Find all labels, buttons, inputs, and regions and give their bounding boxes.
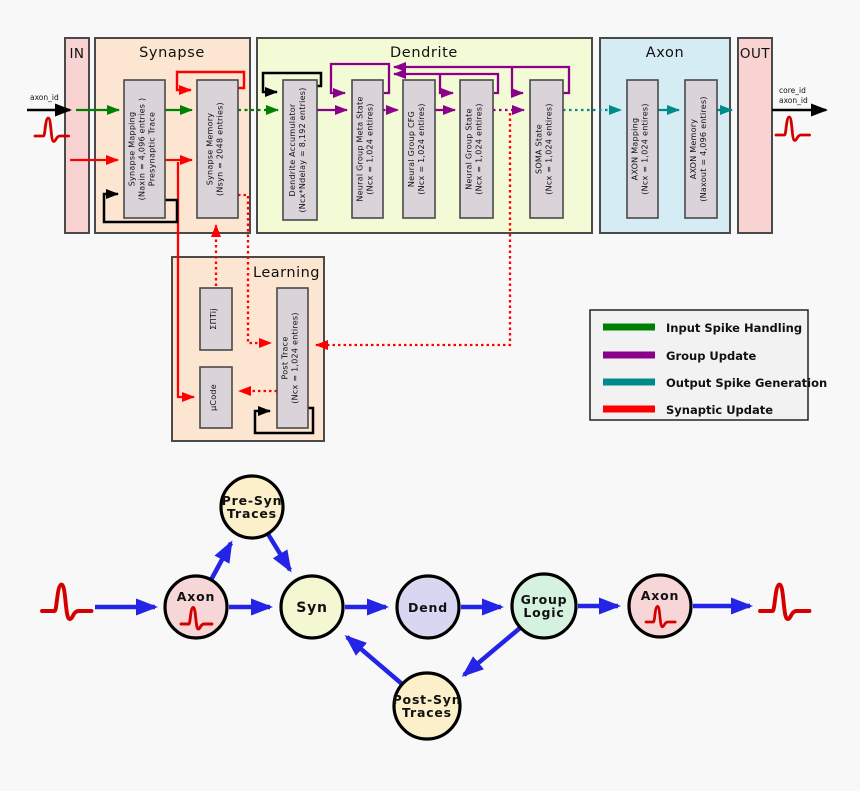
- sum-product-label: ΣΠTij: [209, 308, 218, 329]
- legend-label-input-spike-handling: Input Spike Handling: [666, 321, 802, 335]
- sum-product-block: [199, 287, 233, 351]
- synapse-mapping-line3: Presynaptic Trace: [148, 112, 157, 186]
- neural-group-cfg-line2: (Ncx = 1,024 entires): [417, 103, 426, 194]
- soma-state-block: [529, 79, 564, 219]
- output-signal-label-1: core_id: [779, 86, 806, 95]
- neural-group-state-line1: Neural Group State: [465, 108, 474, 190]
- red-loop-synapse-memory: [175, 70, 246, 95]
- purple-feedback-state-to-meta: [393, 69, 500, 95]
- axon-mapping-line2: (Ncx = 1,024 entires): [641, 103, 650, 194]
- blue-arrow-presyn-to-syn: [266, 532, 292, 573]
- axon-mapping-block: [626, 79, 659, 219]
- synapse-mapping-block: [123, 79, 166, 219]
- black-loop-post-trace: [253, 406, 315, 435]
- purple-feedback-soma-to-meta: [393, 62, 571, 95]
- out-title: OUT: [740, 46, 771, 62]
- flow-output-spike-icon: [758, 582, 812, 622]
- flow-node-syn: [279, 574, 345, 640]
- flow-node-pre-syn-traces: [219, 474, 285, 540]
- black-loop-synapse-mapping: [102, 189, 179, 224]
- axon-in-spike-icon: [179, 605, 214, 631]
- dendrite-accumulator-line1: Dendrite Accumulator: [288, 103, 297, 196]
- synapse-memory-line2: (Nsyn = 2048 entries): [216, 102, 225, 196]
- axon-out-spike-icon: [644, 604, 677, 629]
- black-loop-dendrite-accumulator: [261, 71, 323, 97]
- red-arrow-to-ucode: [176, 162, 195, 402]
- flow-node-post-syn-traces: [392, 671, 462, 741]
- axon-memory-line2: (Naxout = 4,096 entires): [699, 96, 708, 202]
- flow-node-dend: [395, 574, 461, 640]
- flow-input-spike-icon: [40, 582, 94, 622]
- flow-node-dend-label: Dend: [408, 600, 448, 615]
- post-trace-line2: (Ncx = 1,024 entires): [291, 312, 300, 403]
- purple-loop-soma-state: [510, 67, 524, 98]
- flow-node-axon-in: [163, 574, 229, 640]
- input-signal-label: axon_id: [30, 93, 59, 102]
- legend-swatch-synaptic-update: [603, 405, 655, 413]
- in-title: IN: [69, 46, 84, 62]
- flow-node-pre-syn-label1: Pre-Syn: [222, 493, 283, 508]
- synapse-mapping-line2: (Naxin = 4,096 entries ): [138, 98, 147, 201]
- axon-memory-block: [684, 79, 718, 219]
- input-spike-icon: [33, 116, 70, 143]
- neural-group-cfg-line1: Neural Group CFG: [407, 111, 416, 187]
- flow-node-group-logic: [510, 572, 578, 640]
- legend-swatch-output-spike-generation: [603, 378, 655, 386]
- blue-arrow-postsyn-to-syn: [344, 635, 404, 686]
- blue-arrow-grouplogic-to-postsyn: [461, 626, 522, 677]
- soma-state-line1: SOMA State: [535, 124, 544, 174]
- synapse-memory-block: [196, 79, 239, 219]
- flow-node-syn-label: Syn: [296, 600, 328, 616]
- learning-title: Learning: [253, 265, 320, 281]
- out-box: [737, 37, 773, 234]
- axon-title: Axon: [646, 45, 685, 61]
- dendrite-accumulator-line2: (Ncx*Ndelay = 8,192 entries): [298, 87, 307, 212]
- legend-label-synaptic-update: Synaptic Update: [666, 403, 773, 417]
- axon-mapping-line1: AXON Mapping: [631, 118, 640, 181]
- purple-loop-meta-state: [329, 62, 391, 98]
- flow-node-post-syn-label1: Post-Syn: [393, 692, 462, 707]
- neural-group-meta-state-line1: Neural Group Meta State: [356, 96, 365, 201]
- legend-swatch-input-spike-handling: [603, 323, 655, 331]
- red-dotted-memory-to-posttrace: [238, 193, 272, 348]
- flow-node-axon-out-label: Axon: [641, 588, 679, 603]
- neural-group-state-line2: (Ncx = 1,024 entires): [475, 103, 484, 194]
- ucode-label: μCode: [209, 384, 218, 411]
- output-spike-icon: [774, 115, 811, 142]
- flow-node-pre-syn-label2: Traces: [227, 506, 277, 521]
- flow-node-group-logic-label1: Group: [521, 592, 568, 607]
- neural-group-cfg-block: [402, 79, 436, 219]
- neural-group-meta-state-block: [351, 79, 384, 219]
- output-signal-label-2: axon_id: [779, 96, 808, 105]
- ucode-block: [199, 366, 233, 429]
- blue-arrow-axon-to-presyn: [209, 540, 233, 582]
- neural-group-state-block: [459, 79, 494, 219]
- synapse-memory-line1: Synapse Memory: [206, 113, 215, 186]
- legend-label-group-update: Group Update: [666, 349, 756, 363]
- flow-node-axon-out: [627, 573, 693, 639]
- post-trace-line1: Post Trace: [281, 336, 290, 379]
- red-dotted-soma-to-posttrace: [315, 113, 512, 350]
- synapse-title: Synapse: [139, 45, 205, 61]
- flow-node-axon-in-label: Axon: [177, 589, 215, 604]
- soma-state-line2: (Ncx = 1,024 entires): [545, 103, 554, 194]
- flow-node-group-logic-label2: Logic: [523, 605, 564, 620]
- axon-memory-line1: AXON Memory: [689, 119, 698, 180]
- dendrite-title: Dendrite: [390, 45, 458, 61]
- flow-node-post-syn-label2: Traces: [402, 705, 452, 720]
- purple-loop-neural-group-state: [438, 74, 454, 98]
- legend-label-output-spike-generation: Output Spike Generation: [666, 376, 827, 390]
- synapse-mapping-line1: Synapse Mapping: [128, 112, 137, 187]
- dendrite-accumulator-block: [282, 79, 318, 221]
- post-trace-block: [276, 287, 309, 429]
- neural-group-meta-state-line2: (Ncx = 1,024 entires): [366, 103, 375, 194]
- legend-swatch-group-update: [603, 351, 655, 359]
